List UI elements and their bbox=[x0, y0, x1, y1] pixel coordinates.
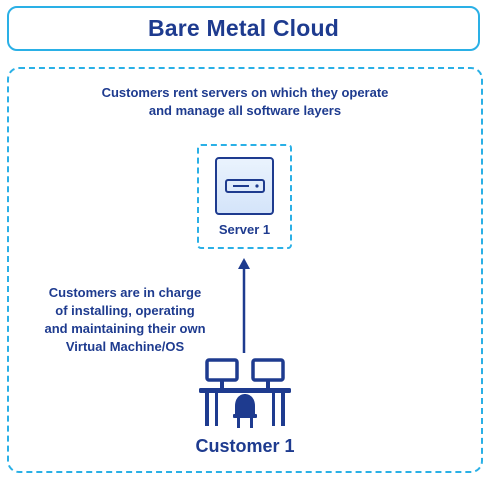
diagram-title: Bare Metal Cloud bbox=[147, 15, 340, 41]
server-tile bbox=[215, 157, 274, 215]
description-line: and manage all software layers bbox=[148, 103, 342, 118]
bare-metal-container bbox=[7, 67, 483, 473]
server-label: Server 1 bbox=[218, 222, 271, 237]
note-line: of installing, operating bbox=[55, 303, 195, 318]
server-box: Server 1 bbox=[197, 144, 292, 249]
responsibility-note: Customers are in charge of installing, o… bbox=[20, 284, 230, 356]
note-line: and maintaining their own bbox=[44, 321, 206, 336]
customer-label: Customer 1 bbox=[195, 436, 295, 456]
server-icon bbox=[224, 179, 265, 193]
arrow-up bbox=[238, 258, 250, 353]
description-line: Customers rent servers on which they ope… bbox=[101, 85, 389, 100]
note-line: Customers are in charge bbox=[48, 285, 202, 300]
description: Customers rent servers on which they ope… bbox=[40, 84, 450, 120]
title-box: Bare Metal Cloud bbox=[7, 6, 480, 51]
note-line: Virtual Machine/OS bbox=[65, 339, 185, 354]
workstation-users-icon bbox=[199, 358, 291, 428]
